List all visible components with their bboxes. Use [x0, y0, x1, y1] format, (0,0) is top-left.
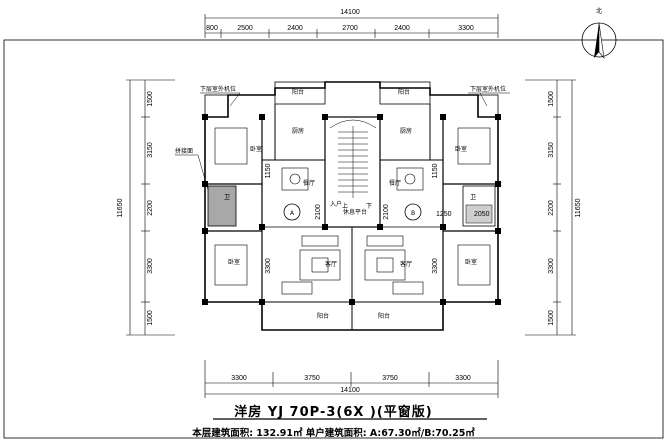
top-overall-dim: 14100 — [340, 9, 360, 16]
left-overall-dim: 11650 — [117, 198, 124, 217]
bottom-overall-dim: 14100 — [340, 387, 360, 394]
bottom-dim-2: 3750 — [304, 375, 320, 382]
bottom-dim-4: 3300 — [455, 375, 471, 382]
bedroom-left-bottom-label: 卧室 — [228, 258, 240, 266]
stair-entry-label: 入户 — [330, 200, 342, 208]
right-dim-4: 3300 — [548, 258, 555, 274]
bath-left-label: 卫 — [224, 194, 230, 201]
top-dim-3: 2400 — [287, 25, 303, 32]
bath-left-fixture — [207, 185, 237, 227]
bedroom-right-top-label: 卧室 — [455, 145, 467, 153]
top-dim-4: 2700 — [342, 25, 358, 32]
balcony-top-left-label: 阳台 — [292, 88, 304, 96]
upper-outdoor-unit-right-label: 下层室外机位 — [470, 85, 506, 93]
joint-face-label: 拼接面 — [175, 147, 193, 155]
living-left-label: 客厅 — [325, 260, 337, 268]
stair-landing-label: 休息平台 — [343, 208, 367, 216]
upper-outdoor-unit-left-label: 下层室外机位 — [200, 85, 236, 93]
kitchen-left-label: 厨房 — [292, 127, 304, 135]
left-dim-5: 1500 — [147, 310, 154, 326]
kitchen-right-label: 厨房 — [400, 127, 412, 135]
right-overall-dim: 11650 — [575, 198, 582, 217]
right-dimension-chain — [525, 79, 576, 336]
inner-dim-right-bath-depth: 2050 — [474, 211, 490, 218]
balcony-bottom-right-label: 阳台 — [378, 312, 390, 320]
left-dim-2: 3150 — [147, 142, 154, 158]
bottom-dim-1: 3300 — [231, 375, 247, 382]
right-dim-5: 1500 — [548, 310, 555, 326]
bottom-dim-3: 3750 — [382, 375, 398, 382]
right-dim-2: 3150 — [548, 142, 555, 158]
left-dim-4: 3300 — [147, 258, 154, 274]
bath-right-label: 卫 — [470, 194, 476, 201]
dining-left-label: 餐厅 — [303, 179, 315, 187]
top-dim-5: 2400 — [394, 25, 410, 32]
dining-right-label: 餐厅 — [389, 179, 401, 187]
top-dim-1: 800 — [206, 25, 218, 32]
right-dim-1: 1500 — [548, 91, 555, 107]
unit-b-marker — [404, 203, 422, 221]
bath-right-tub — [465, 204, 493, 224]
building-walls — [204, 81, 499, 331]
bedroom-left-top-label: 卧室 — [250, 145, 262, 153]
plan-title: 洋房 YJ 70P-3(6X )(平窗版) — [234, 405, 433, 420]
inner-dim-left-mid: 1150 — [265, 163, 272, 178]
stair-treads — [329, 119, 377, 198]
north-compass — [581, 22, 617, 60]
top-dimension-chain — [204, 14, 499, 38]
stair-up-label: 上 — [342, 202, 348, 210]
inner-dim-left-lower: 3300 — [265, 258, 272, 274]
inner-dim-right-stair: 2100 — [383, 204, 390, 220]
unit-a-marker — [283, 203, 301, 221]
compass-north-label: 北 — [596, 7, 602, 15]
balcony-top-right-label: 阳台 — [398, 88, 410, 96]
left-dimension-chain — [126, 79, 175, 336]
unit-a-label: A — [290, 210, 295, 217]
left-dim-1: 1500 — [147, 91, 154, 107]
bedroom-right-bottom-label: 卧室 — [465, 258, 477, 266]
stair-down-label: 下 — [366, 203, 372, 210]
living-right-label: 客厅 — [400, 260, 412, 268]
balcony-bottom-left-label: 阳台 — [317, 312, 329, 320]
furniture — [214, 127, 491, 295]
structural-columns — [202, 114, 501, 305]
plan-area-summary: 本层建筑面积: 132.91㎡ 单户建筑面积: A:67.30㎡/B:70.25… — [192, 428, 475, 439]
unit-b-label: B — [411, 210, 415, 217]
top-dim-2: 2500 — [237, 25, 253, 32]
right-dim-3: 2200 — [548, 200, 555, 216]
inner-dim-right-lower: 3300 — [432, 258, 439, 274]
left-dim-3: 2200 — [147, 200, 154, 216]
inner-dim-right-bath-width: 1250 — [436, 211, 452, 218]
inner-dim-left-stair: 2100 — [315, 204, 322, 220]
leader-lines — [175, 92, 510, 191]
bottom-dimension-chain — [204, 360, 499, 398]
top-dim-6: 3300 — [458, 25, 474, 32]
inner-dim-right-mid: 1150 — [432, 163, 439, 178]
drawing-frame — [3, 39, 664, 439]
